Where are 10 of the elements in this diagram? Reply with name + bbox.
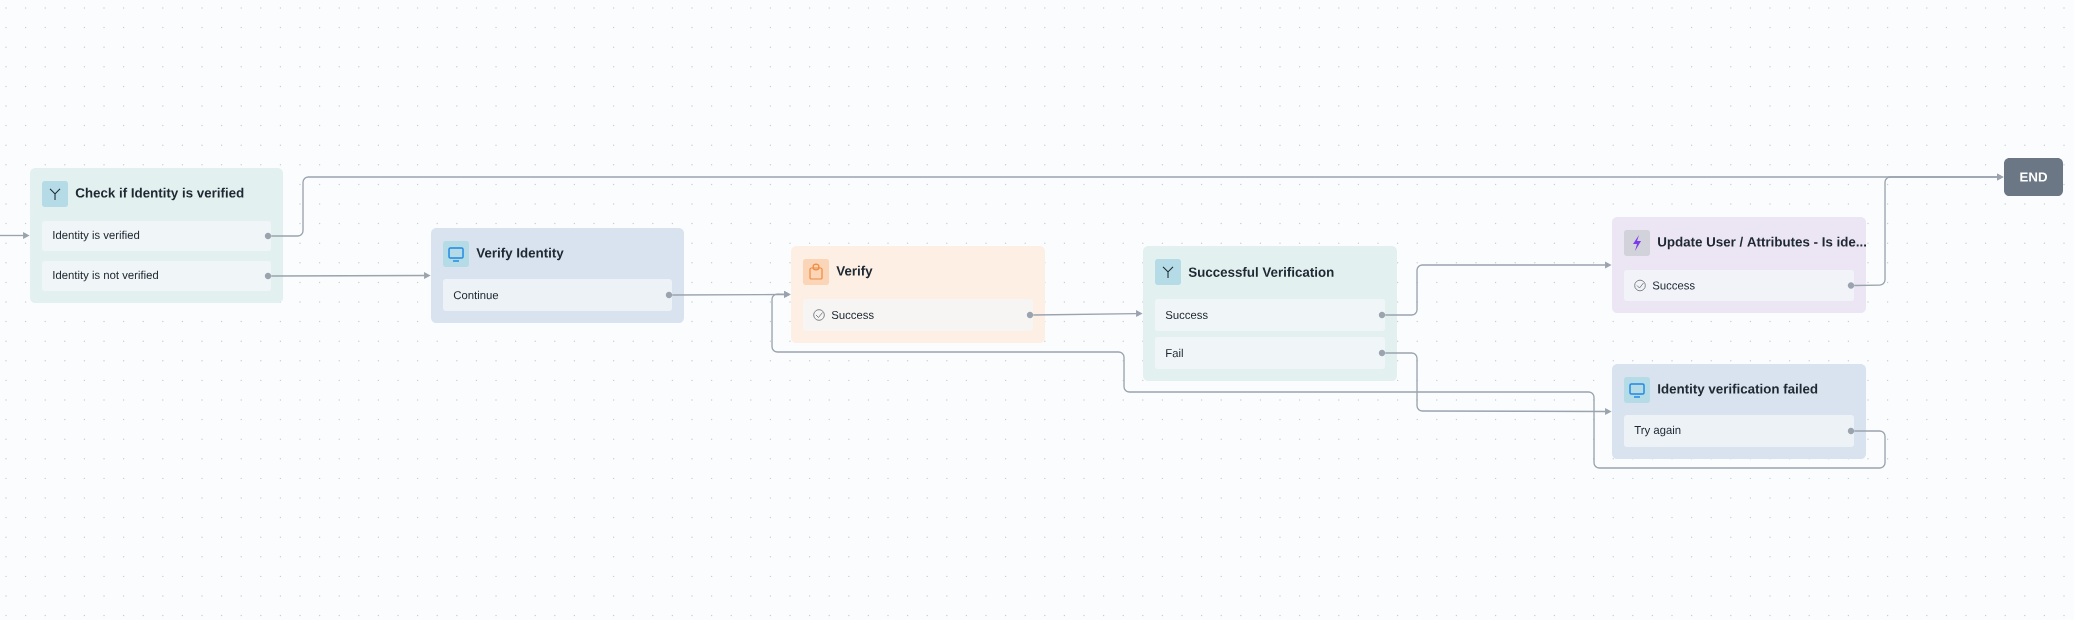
option-row: Try again bbox=[1624, 415, 1855, 447]
option-row: Success bbox=[1624, 270, 1855, 301]
arrow bbox=[771, 290, 1886, 469]
option-row: Identity is not verified bbox=[42, 261, 272, 291]
end-box: END bbox=[2004, 158, 2063, 196]
option-row: Success bbox=[1155, 299, 1386, 331]
option-row: Success bbox=[803, 299, 1034, 331]
option-row: Fail bbox=[1155, 337, 1386, 369]
option-row: Continue bbox=[443, 279, 673, 311]
option-row: Identity is verified bbox=[42, 221, 272, 251]
